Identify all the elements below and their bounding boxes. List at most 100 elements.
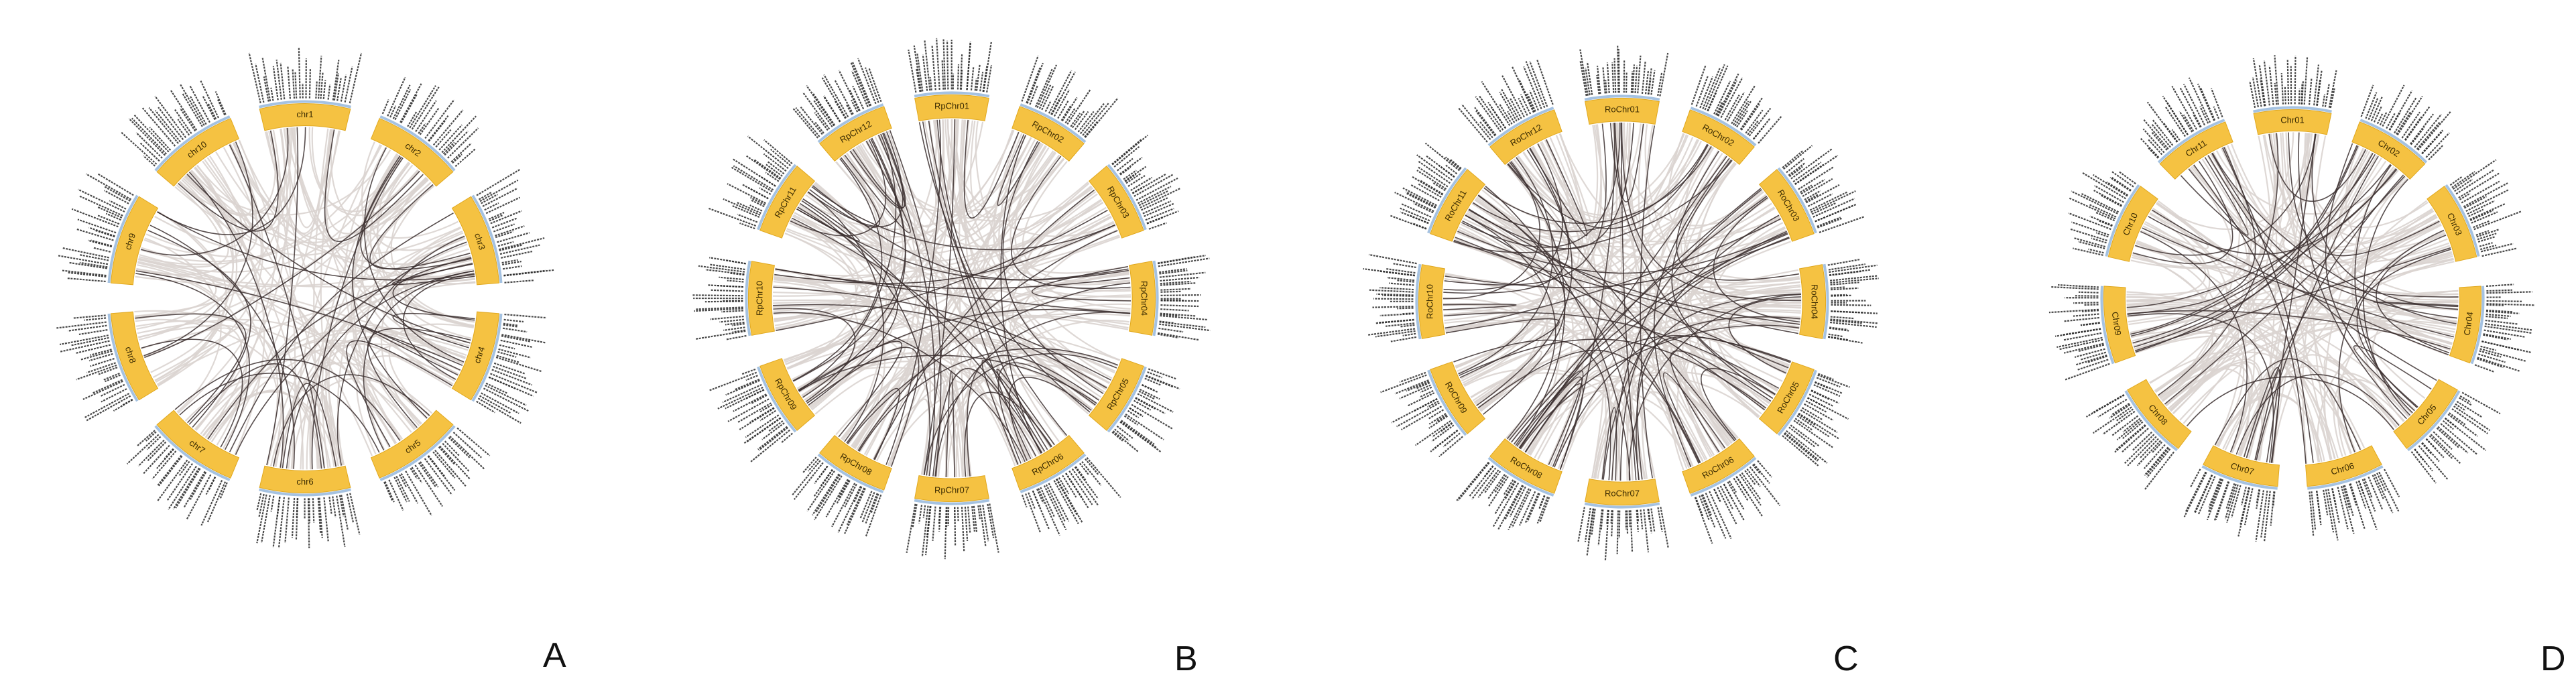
gene-label-tick [1528,90,1539,111]
gene-label-tick [1807,397,1825,408]
gene-label-tick [944,507,947,560]
chromosome-segment [110,311,159,401]
gene-label-tick [400,473,419,504]
gene-label-tick [970,66,975,90]
synteny-link-dark [1619,237,1790,481]
gene-label-tick [1625,72,1628,93]
gene-label-tick [694,308,743,312]
density-track [379,115,456,172]
gene-label-tick [1145,208,1174,221]
gene-label-tick [1440,422,1453,432]
gene-label-tick [852,85,865,110]
gene-label-tick [2476,358,2504,369]
synteny-link-dark [798,340,903,438]
gene-label-tick [2111,403,2130,416]
gene-label-tick [1066,89,1091,125]
gene-label-tick [1131,173,1166,194]
gene-label-tick [1121,420,1155,445]
gene-label-tick [272,66,279,101]
gene-label-tick [2421,129,2443,154]
synteny-link-dark [286,270,475,469]
gene-label-tick [1400,211,1429,225]
gene-label-tick [1417,166,1449,188]
gene-label-tick [1133,174,1174,197]
gene-label-tick [503,318,524,323]
synteny-link-dark [1614,123,1644,202]
gene-label-tick [1830,318,1879,324]
gene-label-tick [1428,413,1447,425]
gene-label-tick [971,506,975,532]
gene-label-tick [2349,483,2357,506]
gene-label-tick [831,483,856,527]
gene-label-tick [1748,107,1772,137]
gene-label-tick [2368,97,2379,121]
gene-label-tick [67,271,107,277]
gene-label-tick [2110,176,2132,192]
gene-label-tick [2476,229,2499,238]
density-track [2253,106,2332,113]
synteny-link-dark [392,312,475,349]
synteny-link-light [840,269,1129,440]
chromosome-segment [2427,186,2477,262]
synteny-link-light [773,268,870,294]
gene-label-tick [2171,129,2181,141]
gene-label-tick [1432,182,1446,192]
gene-label-tick [2328,70,2337,108]
density-track [259,488,351,497]
gene-label-tick [1605,80,1607,94]
gene-label-tick [2073,313,2099,317]
gene-label-tick [2272,491,2276,507]
gene-label-tick [2284,86,2286,105]
gene-label-tick [76,364,117,381]
gene-label-tick [1538,495,1546,510]
gene-label-tick [979,72,984,92]
gene-label-tick [1387,277,1415,282]
gene-label-tick [2479,350,2502,358]
gene-label-tick [410,467,418,480]
gene-label-tick [759,410,776,422]
gene-label-tick [80,350,113,361]
synteny-link-dark [1458,157,1554,375]
gene-label-tick [1420,386,1432,393]
gene-label-tick [1526,493,1540,522]
gene-label-tick [2244,488,2254,525]
gene-label-tick [2095,211,2115,222]
gene-label-tick [1142,200,1172,214]
chromosome-label: chr3 [473,232,487,251]
gene-label-tick [292,69,296,99]
synteny-link-dark [1443,312,1780,389]
gene-label-tick [307,498,310,548]
synteny-link-dark [922,121,1032,460]
gene-label-tick [2093,190,2123,206]
gene-label-tick [432,109,464,146]
gene-label-tick [2122,418,2141,433]
gene-label-tick [2298,88,2301,105]
gene-label-tick [442,141,455,155]
gene-label-tick [2146,448,2171,478]
gene-label-tick [441,115,477,153]
gene-label-tick [717,386,763,410]
gene-label-tick [1457,462,1490,501]
synteny-link-dark [996,368,1055,454]
gene-label-tick [2355,481,2367,509]
synteny-link-light [2254,133,2278,460]
synteny-link-light [849,140,914,235]
gene-label-tick [1436,414,1447,423]
gene-label-tick [2089,204,2117,218]
gene-label-tick [2373,106,2382,123]
gene-label-tick [2270,491,2275,526]
gene-label-tick [503,324,518,328]
gene-label-tick [170,89,198,131]
gene-label-tick [1445,156,1461,170]
gene-label-tick [444,130,469,156]
gene-label-tick [2394,97,2417,134]
gene-label-tick [2091,237,2107,244]
synteny-link-dark [1676,150,1800,281]
gene-label-tick [1657,507,1663,532]
gene-label-tick [758,175,776,187]
gene-label-tick [2097,398,2128,418]
gene-label-tick [2486,315,2508,320]
gene-label-tick [2210,88,2223,118]
synteny-link-light [311,127,428,216]
gene-label-tick [1798,166,1834,190]
